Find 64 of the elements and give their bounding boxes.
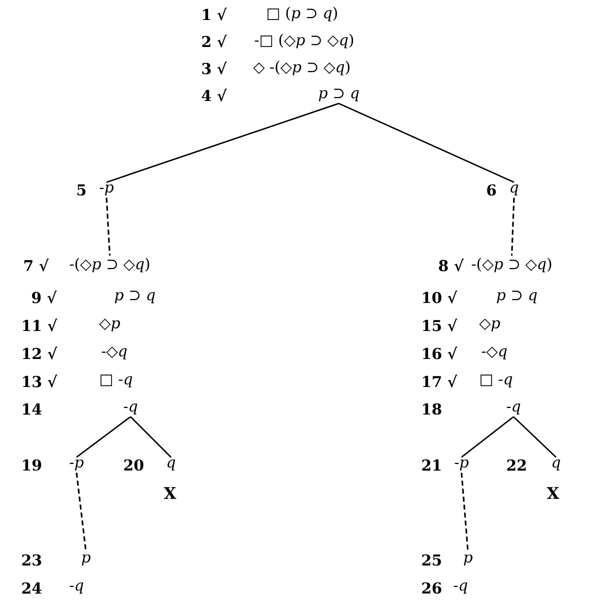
line-number: 18 — [423, 403, 442, 415]
formula: ◇p — [99, 318, 120, 332]
branch-line — [106, 102, 340, 183]
formula: q — [168, 459, 176, 471]
formula: p — [464, 554, 472, 566]
formula: -p — [100, 184, 114, 196]
line-number: 15 √ — [423, 318, 458, 332]
dashed-line — [106, 198, 111, 256]
formula: p ⊃ q — [114, 290, 155, 304]
formula: q — [510, 184, 518, 196]
line-number: 25 — [422, 554, 441, 566]
line-number: 5 — [77, 184, 86, 196]
line-number: 19 — [23, 459, 42, 471]
line-number: 20 — [124, 459, 144, 471]
dashed-line — [76, 472, 87, 552]
formula: -p — [454, 459, 469, 471]
line-number: 10 √ — [423, 290, 458, 304]
formula: p — [82, 554, 90, 566]
formula: -q — [506, 403, 520, 415]
line-number: 3 √ — [202, 62, 227, 74]
formula: -q — [70, 582, 84, 594]
dashed-line — [460, 472, 469, 552]
branch-line — [130, 416, 172, 458]
line-number: 12 √ — [23, 346, 58, 360]
line-number: 21 — [422, 459, 441, 471]
formula: p ⊃ q — [318, 88, 359, 102]
line-number: 17 √ — [423, 374, 458, 388]
formula: -◇q — [102, 346, 127, 360]
dashed-line — [510, 198, 515, 256]
formula: p ⊃ q — [496, 290, 537, 304]
formula: -(◇p ⊃ ◇q) — [70, 258, 150, 272]
line-number: 8 √ — [438, 258, 464, 272]
line-number: 7 √ — [24, 258, 49, 272]
formula: ◇ -(◇p ⊃ ◇q) — [253, 60, 350, 76]
branch-line — [461, 416, 514, 458]
line-number: 13 √ — [23, 374, 58, 388]
branch-line — [338, 102, 514, 183]
formula: □ (p ⊃ q) — [268, 6, 337, 22]
formula: ◇p — [479, 318, 500, 332]
formula: □ -q — [480, 374, 512, 388]
formula: -□ (◇p ⊃ ◇q) — [254, 34, 354, 48]
line-number: 22 — [507, 459, 526, 471]
formula: □ -q — [100, 374, 132, 388]
closed-branch-mark: X — [546, 487, 560, 499]
line-number: 6 — [487, 184, 496, 196]
formula: -p — [70, 459, 84, 471]
formula: -(◇p ⊃ ◇q) — [472, 258, 552, 272]
line-number: 11 √ — [23, 318, 58, 332]
closed-branch-mark: X — [164, 487, 176, 499]
formula: -q — [454, 582, 468, 594]
line-number: 14 — [23, 403, 42, 415]
branch-line — [76, 416, 131, 458]
formula: -q — [124, 403, 138, 415]
line-number: 26 — [422, 582, 442, 594]
formula: q — [552, 459, 560, 471]
line-number: 9 √ — [32, 290, 57, 304]
line-number: 16 √ — [423, 346, 458, 360]
line-number: 1 √ — [203, 8, 227, 20]
formula: -◇q — [482, 346, 507, 360]
line-number: 23 — [22, 554, 42, 566]
line-number: 2 √ — [202, 34, 227, 48]
line-number: 4 √ — [202, 88, 227, 102]
line-number: 24 — [22, 582, 42, 594]
branch-line — [513, 416, 556, 458]
